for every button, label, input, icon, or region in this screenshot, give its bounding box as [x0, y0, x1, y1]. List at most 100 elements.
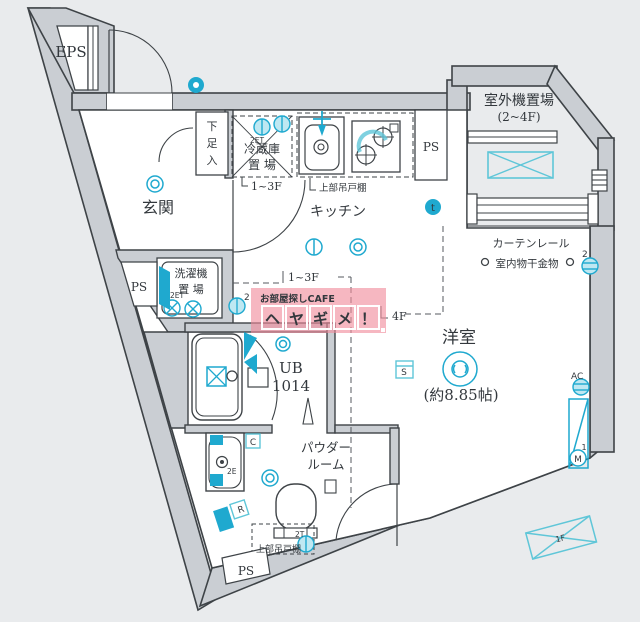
label-shoe-1: 下 [207, 120, 218, 133]
watermark-subtitle: お部屋探しCAFE [260, 293, 335, 305]
vanity-drain [215, 455, 229, 469]
ub-door-marks [244, 332, 257, 374]
vanity-bowl [208, 436, 242, 489]
wall-ub-bottom [184, 424, 273, 434]
toilet-bowl [275, 483, 317, 531]
s-box-icon [395, 360, 414, 379]
wall-top-left [71, 92, 108, 111]
watermark-char: ！ [361, 310, 376, 328]
vanity-drain-dot [220, 460, 224, 464]
gas-swoosh-icon [356, 129, 388, 153]
toilet-cupboard-dashed [251, 523, 315, 555]
bathtub-inner [195, 337, 239, 417]
powder-door-arc [335, 483, 398, 541]
toilet-tank [273, 527, 318, 539]
icon-letters: t C R S M 1 AC 2 2 2ET 2ET 2E 2T 1F [170, 136, 588, 544]
bracket-cupboard [309, 178, 316, 191]
wall-top-right [171, 92, 471, 111]
ps-bottom-notch [221, 547, 271, 585]
label-floor-4f: 4F [392, 310, 407, 323]
outdoor-ac-x2 [487, 151, 554, 179]
m-icon-letter: M [574, 455, 582, 465]
e2-vanity-label: 2E [227, 467, 237, 476]
washlet-group [213, 499, 250, 532]
label-genkan: 玄関 [142, 198, 174, 217]
watermark-char: ギ [313, 310, 328, 328]
laundry-hook-circle-left [480, 257, 490, 267]
watermark-dot [381, 328, 385, 332]
ps-top-box [414, 109, 448, 181]
window-cap-left [466, 193, 478, 225]
watermark-char-box [261, 305, 284, 330]
outdoor-ac-unit [487, 151, 554, 179]
label-cupboard-top: 上部吊戸棚 [319, 182, 367, 194]
label-powder-1: パウダー [301, 440, 351, 455]
label-outdoor-1: 室外機置場 [484, 92, 554, 109]
wall-ub-right [326, 322, 336, 434]
ub-entry-triangle [302, 397, 314, 425]
watermark-char: ヘ [265, 310, 280, 328]
label-laundry-hook: 室内物干金物 [496, 257, 559, 270]
shoe-cabinet [195, 111, 229, 176]
watermark-char: メ [337, 310, 352, 328]
label-ps-bottom: PS [238, 564, 254, 578]
label-floors-1-3f: 1~3F [288, 271, 319, 284]
outlet2-right-num: 2 [582, 250, 588, 260]
label-curtain-rail: カーテンレール [493, 237, 570, 250]
bath-drain-plug [226, 370, 238, 382]
washer-drain-icons [163, 299, 202, 318]
powder-door-jamb [324, 479, 337, 494]
f1-outdoor-label: 1F [555, 533, 567, 544]
fridge-dashed-box [231, 115, 293, 178]
ldk-door-arc [232, 179, 306, 253]
label-shoe-2: 足 [207, 137, 218, 150]
outlet-2-left [228, 297, 246, 315]
ceiling-fixtures [146, 175, 478, 487]
et-washer-label: 2ET [170, 291, 185, 300]
c-box-icon [245, 433, 261, 449]
front-door-arc [108, 29, 173, 94]
t2-icon [297, 535, 315, 553]
shoe-cabinet-door-arc [158, 127, 194, 163]
label-fridge-floors: 1~3F [251, 180, 282, 193]
t2-toilet-label: 2T [295, 530, 305, 539]
watermark-char: ヤ [289, 310, 304, 328]
entry-door-gap [107, 93, 172, 110]
watermark-char-box [285, 305, 308, 330]
multimedia-box [568, 398, 589, 469]
ac-outlet [572, 378, 590, 396]
label-room: 洋室 [442, 328, 476, 348]
window-body [476, 197, 589, 221]
outlet-2-right [581, 257, 599, 275]
window-cap-right [587, 193, 599, 225]
label-cupboard-bottom: 上部吊戸棚 [256, 543, 301, 555]
washer-tap-mark [159, 266, 170, 310]
labels: EPS PS PS PS 玄関 下 足 入 冷蔵庫 置 場 1~3F 上部吊戸棚… [55, 43, 569, 578]
watermark: お部屋探しCAFE ヘ ヤ ギ メ ！ [251, 288, 386, 333]
watermark-char-box [309, 305, 332, 330]
watermark-chars: ヘ ヤ ギ メ ！ [261, 305, 385, 332]
stove-grill [389, 123, 399, 133]
laundry-hook-circle-right [565, 257, 575, 267]
kitchen-sink-drain [313, 139, 329, 155]
bath-drain-icon [206, 366, 227, 387]
washlet-cyan-rect [213, 506, 235, 532]
ub-bath [191, 332, 314, 425]
label-washer-2: 置 場 [178, 283, 204, 296]
powder-light-icon [261, 469, 279, 487]
icons [146, 77, 599, 560]
entry-door [107, 29, 173, 111]
outdoor-unit-1f [524, 514, 598, 560]
watermark-char-box [357, 305, 380, 330]
bath-drain-x2 [206, 366, 227, 387]
vanity-cyan-mark-top [210, 435, 223, 445]
c-icon-letter: C [250, 438, 256, 448]
kitchen-sink-drain-inner [317, 143, 325, 151]
label-ub-1: UB [279, 359, 303, 377]
label-shoe-3: 入 [207, 154, 218, 167]
kitchen-counter-dashed [296, 112, 414, 178]
outdoor-area [466, 130, 608, 227]
label-fridge-2: 置 場 [248, 158, 276, 172]
